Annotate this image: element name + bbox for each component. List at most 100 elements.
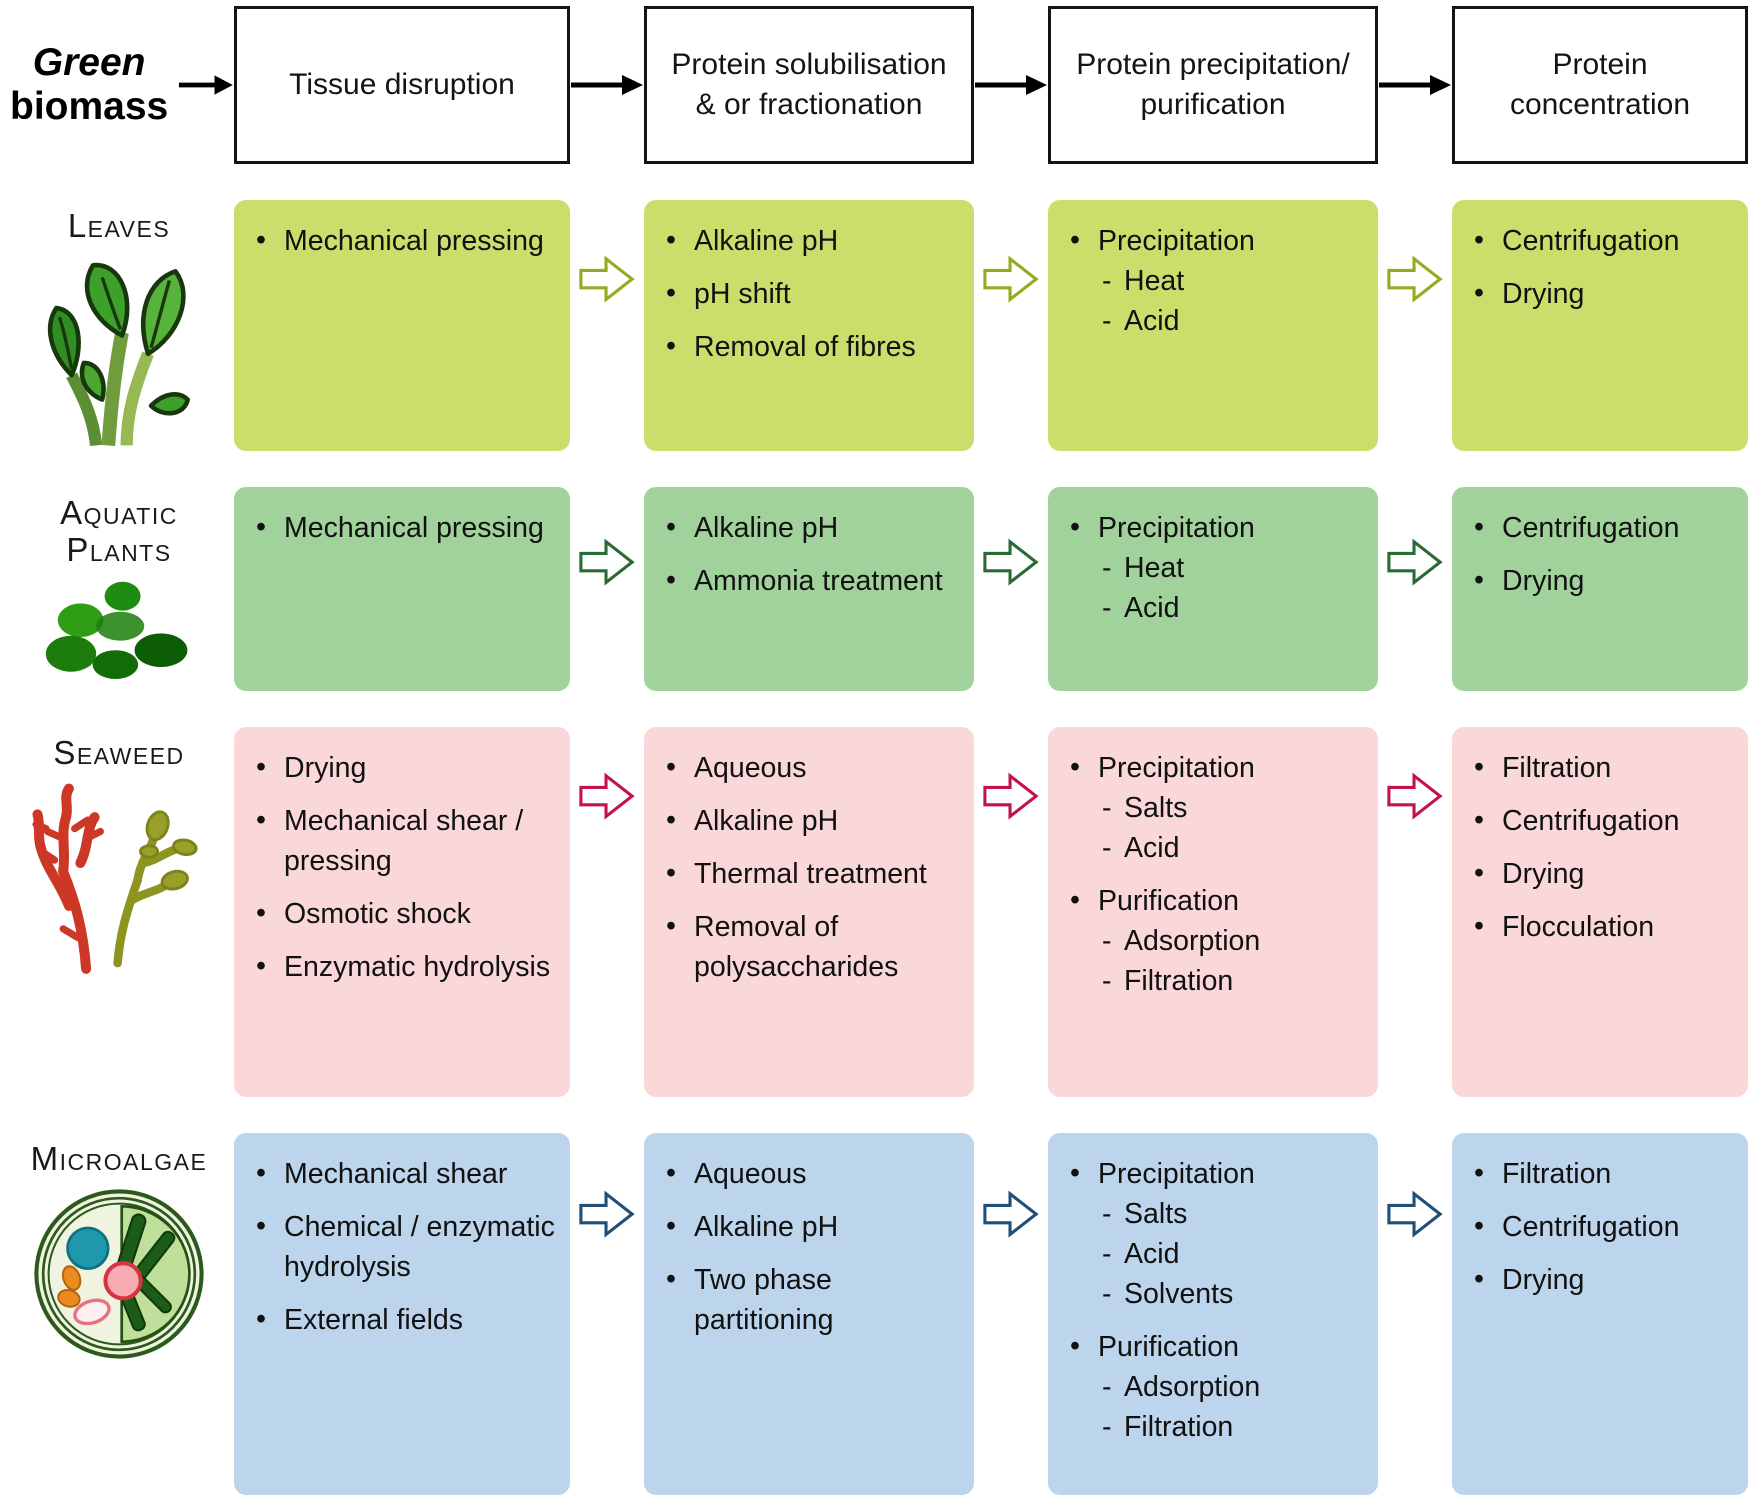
header-arrow-cell	[974, 6, 1048, 164]
process-item: Ammonia treatment	[658, 561, 966, 602]
process-item-text: Centrifugation	[1502, 512, 1680, 545]
process-list: FiltrationCentrifugationDryingFlocculati…	[1456, 735, 1744, 967]
process-item-text: pH shift	[694, 277, 791, 310]
process-list: FiltrationCentrifugationDrying	[1456, 1141, 1744, 1320]
step-arrow-icon	[1387, 539, 1443, 587]
process-item-text: Enzymatic hydrolysis	[284, 950, 551, 983]
seaweed-step-4-box: FiltrationCentrifugationDryingFlocculati…	[1452, 727, 1748, 1098]
process-item: PrecipitationHeatAcid	[1062, 221, 1370, 342]
process-item-text: Ammonia treatment	[694, 565, 943, 598]
process-item-text: Filtration	[1502, 1158, 1612, 1191]
header-step-label: Tissue disruption	[289, 68, 515, 102]
step-arrow-icon	[1387, 1191, 1443, 1238]
process-item: Drying	[1466, 1260, 1740, 1301]
aquatic-plants-icon	[45, 582, 188, 680]
process-item: Alkaline pH	[658, 221, 966, 262]
process-item: Mechanical shear / pressing	[248, 801, 562, 882]
process-item: Drying	[1466, 854, 1740, 895]
leaves-icon	[47, 262, 191, 447]
process-item-text: Centrifugation	[1502, 1211, 1680, 1244]
process-item: PrecipitationHeatAcid	[1062, 508, 1370, 629]
process-list: PrecipitationHeatAcid	[1052, 208, 1374, 361]
right-arrow-icon	[179, 75, 234, 95]
process-item-text: Precipitation	[1098, 752, 1255, 785]
leaves-step-1-box: Mechanical pressing	[234, 200, 570, 452]
process-item-text: Alkaline pH	[694, 805, 839, 838]
process-list: Mechanical shearChemical / enzymatic hyd…	[238, 1141, 566, 1360]
process-item: Filtration	[1466, 748, 1740, 789]
step-arrow-icon	[579, 539, 635, 587]
step-arrow-cell	[570, 1133, 644, 1495]
header-step-precipitation: Protein precipitation/ purification	[1048, 6, 1378, 164]
process-item-text: Precipitation	[1098, 512, 1255, 545]
process-item: Alkaline pH	[658, 508, 966, 549]
row-header-aquatic: Aquatic Plants	[4, 487, 234, 691]
process-item-text: Drying	[284, 752, 367, 785]
process-subitem: Heat	[1098, 549, 1370, 589]
process-item: PrecipitationSaltsAcidSolvents	[1062, 1154, 1370, 1315]
process-list: Mechanical pressing	[238, 208, 566, 281]
process-subitem: Acid	[1098, 1235, 1370, 1275]
process-subitem: Heat	[1098, 262, 1370, 302]
row-label-seaweed: Seaweed	[53, 734, 185, 772]
process-item: External fields	[248, 1300, 562, 1341]
step-arrow-cell	[1378, 200, 1452, 451]
step-arrow-icon	[1387, 773, 1443, 820]
process-item: Enzymatic hydrolysis	[248, 947, 562, 988]
header-step-label: Protein precipitation/ purification	[1076, 48, 1350, 121]
microalgae-step-3-box: PrecipitationSaltsAcidSolventsPurificati…	[1048, 1133, 1378, 1495]
leaves-step-4-box: CentrifugationDrying	[1452, 200, 1748, 452]
step-arrow-icon	[579, 1191, 635, 1238]
process-item: Osmotic shock	[248, 894, 562, 935]
header-step-label: Protein solubilisation & or fractionatio…	[671, 48, 947, 121]
process-item-text: Filtration	[1502, 752, 1612, 785]
process-item: Alkaline pH	[658, 801, 966, 842]
header-arrow-cell	[1378, 6, 1452, 164]
source-word-green: Green	[32, 41, 146, 85]
process-subitem: Acid	[1098, 589, 1370, 629]
step-arrow-icon	[579, 255, 635, 303]
process-item-text: Purification	[1098, 885, 1239, 918]
row-label-leaves: Leaves	[67, 207, 171, 244]
row-header-microalgae: Microalgae	[4, 1133, 234, 1495]
process-item-text: Alkaline pH	[694, 512, 839, 545]
process-subitem: Filtration	[1098, 1408, 1370, 1448]
process-item-text: Precipitation	[1098, 1158, 1255, 1191]
seaweed-step-3-box: PrecipitationSaltsAcidPurificationAdsorp…	[1048, 727, 1378, 1098]
row-label-aquatic: Aquatic Plants	[60, 494, 178, 569]
seaweed-icon	[32, 783, 198, 975]
process-subitem: Solvents	[1098, 1275, 1370, 1315]
process-item: Drying	[248, 748, 562, 789]
step-arrow-cell	[1378, 727, 1452, 1097]
microalgae-step-1-box: Mechanical shearChemical / enzymatic hyd…	[234, 1133, 570, 1495]
seaweed-step-1-box: DryingMechanical shear / pressingOsmotic…	[234, 727, 570, 1098]
process-item-text: Centrifugation	[1502, 805, 1680, 838]
process-subitem: Salts	[1098, 789, 1370, 829]
process-item-text: Flocculation	[1502, 911, 1655, 944]
aquatic-step-1-box: Mechanical pressing	[234, 487, 570, 692]
process-item: Drying	[1466, 561, 1740, 602]
process-item: Chemical / enzymatic hydrolysis	[248, 1207, 562, 1288]
row-label-microalgae: Microalgae	[30, 1140, 208, 1178]
process-item-text: Aqueous	[694, 752, 807, 785]
header-arrow-cell	[570, 6, 644, 164]
process-item-text: Alkaline pH	[694, 1211, 839, 1244]
microalgae-step-2-box: AqueousAlkaline pHTwo phase partitioning	[644, 1133, 974, 1495]
step-arrow-icon	[1387, 255, 1443, 303]
process-list: DryingMechanical shear / pressingOsmotic…	[238, 735, 566, 1006]
right-arrow-icon	[571, 75, 643, 95]
process-item-text: Centrifugation	[1502, 225, 1680, 257]
process-subitem: Salts	[1098, 1195, 1370, 1235]
process-subitem: Adsorption	[1098, 922, 1370, 962]
process-item: Centrifugation	[1466, 508, 1740, 549]
process-item: Thermal treatment	[658, 854, 966, 895]
process-item: Mechanical pressing	[248, 221, 562, 262]
step-arrow-cell	[570, 727, 644, 1097]
process-subitem: Acid	[1098, 829, 1370, 869]
step-arrow-cell	[974, 487, 1048, 691]
process-item-text: Drying	[1502, 277, 1585, 310]
process-item-text: Aqueous	[694, 1158, 807, 1191]
step-arrow-cell	[974, 1133, 1048, 1495]
header-step-label: Protein concentration	[1509, 48, 1691, 121]
